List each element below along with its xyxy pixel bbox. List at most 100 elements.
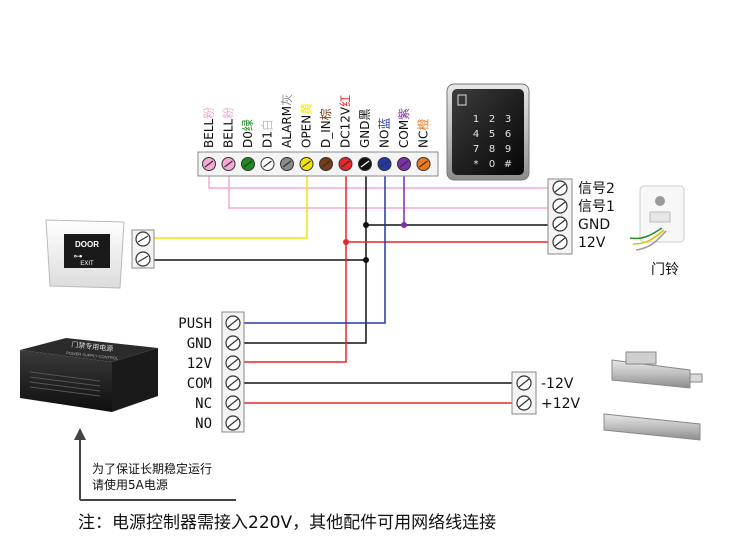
psu-terminal-label: 12V	[187, 356, 213, 372]
controller-terminal	[202, 157, 216, 171]
wires	[144, 164, 566, 404]
electric-bolt-lock	[611, 359, 691, 389]
psu-top	[20, 338, 158, 362]
screw-terminal	[225, 415, 241, 431]
keypad-key: *	[474, 159, 479, 170]
lock-terminal-label: +12V	[541, 396, 581, 412]
controller-terminal	[241, 157, 255, 171]
psu-vents	[29, 371, 101, 397]
keypad-key: 6	[505, 129, 511, 140]
screw-terminal	[225, 395, 241, 411]
doorbell-terminal-label: 信号1	[578, 199, 615, 215]
controller-terminal-label: GND黑	[358, 108, 372, 148]
keypad-key: 3	[505, 114, 511, 125]
wire-open-exit-button	[144, 164, 308, 239]
advice-line-2: 请使用5A电源	[92, 478, 168, 492]
advice-line-1: 为了保证长期稳定运行	[92, 462, 213, 476]
advice-note: 为了保证长期稳定运行 请使用5A电源	[92, 461, 212, 493]
psu-terminal-label: NO	[195, 416, 212, 432]
exit-button: DOOR ⊶ EXIT	[45, 219, 155, 289]
keypad-key: 1	[473, 114, 479, 125]
keypad-key: 8	[489, 144, 495, 155]
card-icon	[457, 94, 467, 106]
advice-arrow	[74, 428, 236, 501]
controller-terminal-label: DC12V红	[338, 95, 353, 148]
screw-terminal	[552, 180, 568, 196]
controller-terminal	[221, 157, 236, 171]
doorbell-wires	[629, 227, 663, 240]
keypad-key: #	[504, 159, 512, 170]
exit-button-exit-label: EXIT	[80, 261, 94, 267]
screw-terminal	[135, 231, 151, 247]
lock-terminal-label: -12V	[541, 376, 574, 392]
exit-button-face	[64, 234, 110, 268]
keypad-key: 0	[489, 159, 495, 170]
psu-terminal-label: PUSH	[178, 316, 212, 332]
screw-terminal	[552, 198, 568, 214]
psu-terminal-label: NC	[195, 396, 212, 412]
junction-dot	[363, 257, 369, 263]
lock: -12V +12V	[511, 351, 703, 441]
screw-terminal	[135, 251, 151, 267]
wire-bell-signal1	[228, 164, 566, 209]
doorbell-terminal-label: 12V	[578, 235, 606, 251]
screw-terminal	[552, 234, 568, 250]
controller-terminal	[358, 157, 372, 171]
keypad-key: 5	[489, 129, 495, 140]
junction-dot	[401, 222, 407, 228]
controller-terminal-label: D1白	[260, 119, 275, 148]
screw-terminal	[225, 315, 241, 331]
controller-terminal-label: OPEN黄	[300, 103, 314, 148]
psu-terminal-label: COM	[187, 376, 212, 392]
controller-terminal-label: D_IN棕	[318, 108, 333, 148]
exit-button-door-label: DOOR	[75, 240, 99, 249]
controller-terminal	[299, 157, 314, 171]
controller-terminal-label: NC橙	[416, 119, 431, 148]
doorbell-knob	[655, 196, 665, 206]
screw-terminal	[225, 335, 241, 351]
keypad-panel	[452, 89, 524, 175]
magnetic-lock	[603, 413, 701, 441]
screw-terminal	[225, 355, 241, 371]
controller-terminal	[338, 157, 353, 171]
junction-dot	[363, 222, 369, 228]
keypad-key: 7	[473, 144, 479, 155]
junction-dot	[343, 239, 349, 245]
power-supply: 门禁专用电源 POWER SUPPLY CONTROL PUSHGND12VCO…	[20, 311, 245, 433]
controller-terminal-label: ALARM灰	[280, 94, 294, 148]
psu-side	[112, 348, 158, 412]
screw-terminal	[225, 375, 241, 391]
controller-terminal	[377, 157, 392, 171]
controller-terminal	[280, 157, 294, 171]
footer-note: 注：电源控制器需接入220V，其他配件可用网络线连接	[78, 513, 497, 533]
key-icon: ⊶	[74, 252, 83, 262]
wire-no-push	[234, 164, 386, 324]
keypad-key: 4	[473, 129, 479, 140]
wire-gnd-exit-button	[144, 225, 367, 261]
psu-front	[20, 350, 112, 412]
psu-box-subtitle: POWER SUPPLY CONTROL	[66, 350, 119, 361]
wire-gnd-psu	[234, 260, 367, 344]
controller-terminal-label: BELL粉	[202, 107, 216, 148]
controller-terminal	[260, 157, 275, 171]
screw-terminal	[516, 375, 532, 391]
doorbell-terminal-label: GND	[578, 217, 610, 233]
wire-dc12v-psu	[234, 242, 347, 363]
screw-terminal	[552, 216, 568, 232]
keypad-key: 2	[489, 114, 495, 125]
doorbell-terminal-label: 信号2	[578, 181, 615, 197]
controller-terminal	[319, 157, 333, 171]
arrow-up-icon	[74, 428, 86, 440]
controller-terminal-label: COM紫	[397, 108, 411, 148]
keypad-key: 9	[505, 144, 511, 155]
controller-terminal	[416, 157, 431, 171]
controller-terminal	[397, 157, 411, 171]
psu-box-title: 门禁专用电源	[71, 340, 114, 353]
controller-terminal-label: NO蓝	[378, 118, 392, 148]
doorbell-caption: 门铃	[651, 262, 679, 278]
controller-terminal-label: BELL粉	[222, 107, 236, 148]
